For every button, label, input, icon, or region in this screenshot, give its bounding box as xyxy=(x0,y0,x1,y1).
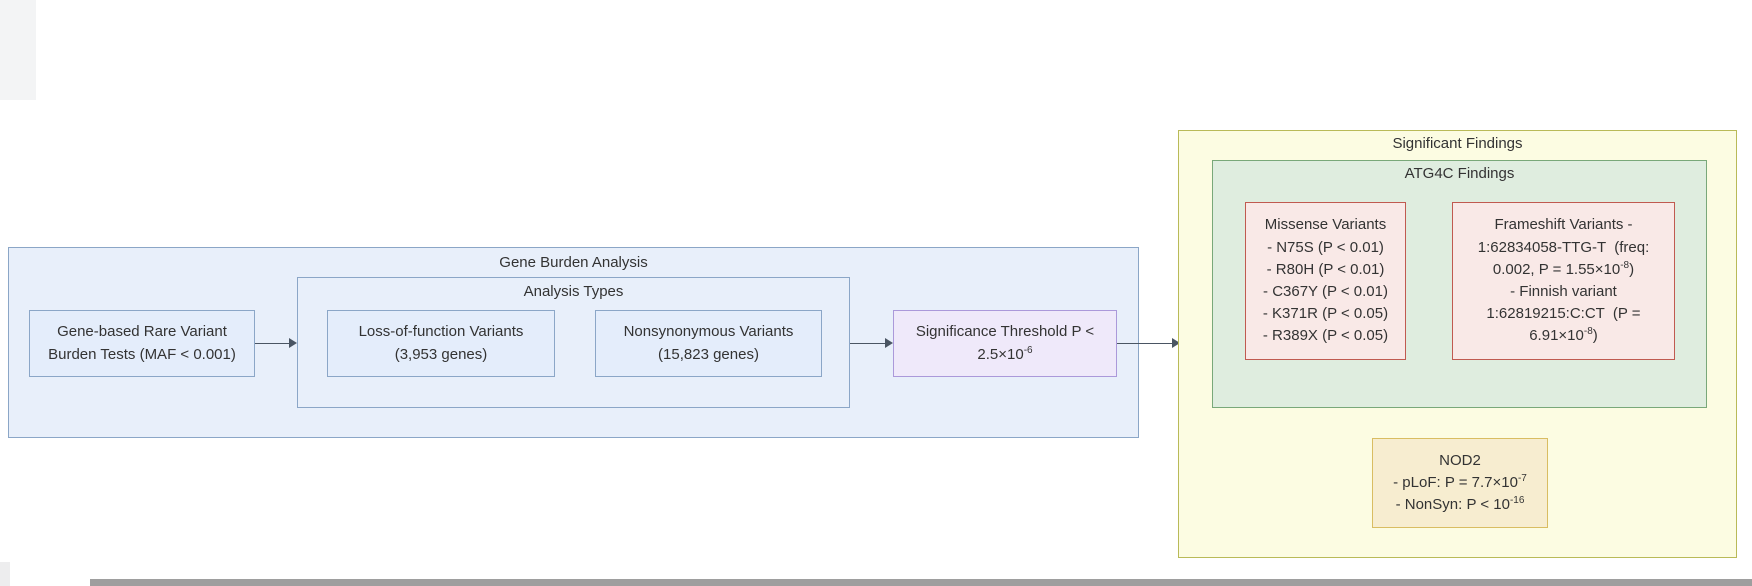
node-nod2: NOD2 - pLoF: P = 7.7×10-7 - NonSyn: P < 10… xyxy=(1372,438,1548,528)
text-line: Missense Variants xyxy=(1264,216,1387,234)
text-line: - R389X (P < 0.05) xyxy=(1262,327,1389,345)
text-line: - NonSyn: P < 10-16 xyxy=(1395,495,1525,514)
node-loss-of-function-variants: Loss-of-function Variants (3,953 genes) xyxy=(327,310,555,377)
cluster-title-significant-findings: Significant Findings xyxy=(1392,135,1523,152)
text-line: Loss-of-function Variants xyxy=(358,323,524,341)
text-line: (15,823 genes) xyxy=(658,345,759,363)
text-line: - N75S (P < 0.01) xyxy=(1267,238,1384,256)
cluster-title-analysis-types: Analysis Types xyxy=(523,283,624,300)
text-line: 1:62834058-TTG-T (freq: xyxy=(1477,238,1650,256)
text-line: NOD2 xyxy=(1439,451,1481,469)
edge-threshold-to-findings xyxy=(1117,342,1173,344)
node-significance-threshold: Significance Threshold P < 2.5×10-6 xyxy=(893,310,1117,377)
text-line: Gene-based Rare Variant xyxy=(57,323,227,341)
text-line: Nonsynonymous Variants xyxy=(623,323,794,341)
arrowhead-icon xyxy=(289,338,297,349)
text-line: - R80H (P < 0.01) xyxy=(1266,260,1385,278)
arrowhead-icon xyxy=(885,338,893,349)
text-line: 1:62819215:C:CT (P = xyxy=(1486,305,1641,323)
text-line: - C367Y (P < 0.01) xyxy=(1263,283,1388,300)
node-nonsynonymous-variants: Nonsynonymous Variants (15,823 genes) xyxy=(595,310,822,377)
text-line: 6.91×10-8) xyxy=(1529,326,1598,345)
arrowhead-icon xyxy=(1172,338,1180,349)
scrollbar-corner xyxy=(0,562,10,586)
text-line: Burden Tests (MAF < 0.001) xyxy=(48,345,236,363)
page-edge-artifact xyxy=(0,0,36,100)
cluster-title-atg4c-findings: ATG4C Findings xyxy=(1404,165,1515,182)
node-frameshift-variants: Frameshift Variants - 1:62834058-TTG-T (f… xyxy=(1452,202,1675,360)
horizontal-scrollbar-thumb[interactable] xyxy=(90,579,1752,586)
text-line: 0.002, P = 1.55×10-8) xyxy=(1492,259,1635,278)
edge-gene-based-to-analysis-types xyxy=(255,342,290,344)
text-line: (3,953 genes) xyxy=(394,345,488,363)
text-line: - K371R (P < 0.05) xyxy=(1262,305,1389,323)
text-line: 2.5×10-6 xyxy=(977,344,1033,363)
cluster-title-gene-burden-analysis: Gene Burden Analysis xyxy=(499,254,648,271)
edge-analysis-types-to-threshold xyxy=(850,342,886,344)
text-line: - Finnish variant xyxy=(1510,283,1617,300)
text-line: Significance Threshold P < xyxy=(915,323,1095,341)
node-missense-variants: Missense Variants - N75S (P < 0.01) - R80H… xyxy=(1245,202,1406,360)
text-line: - pLoF: P = 7.7×10-7 xyxy=(1393,472,1527,491)
text-line: Frameshift Variants - xyxy=(1494,216,1633,234)
